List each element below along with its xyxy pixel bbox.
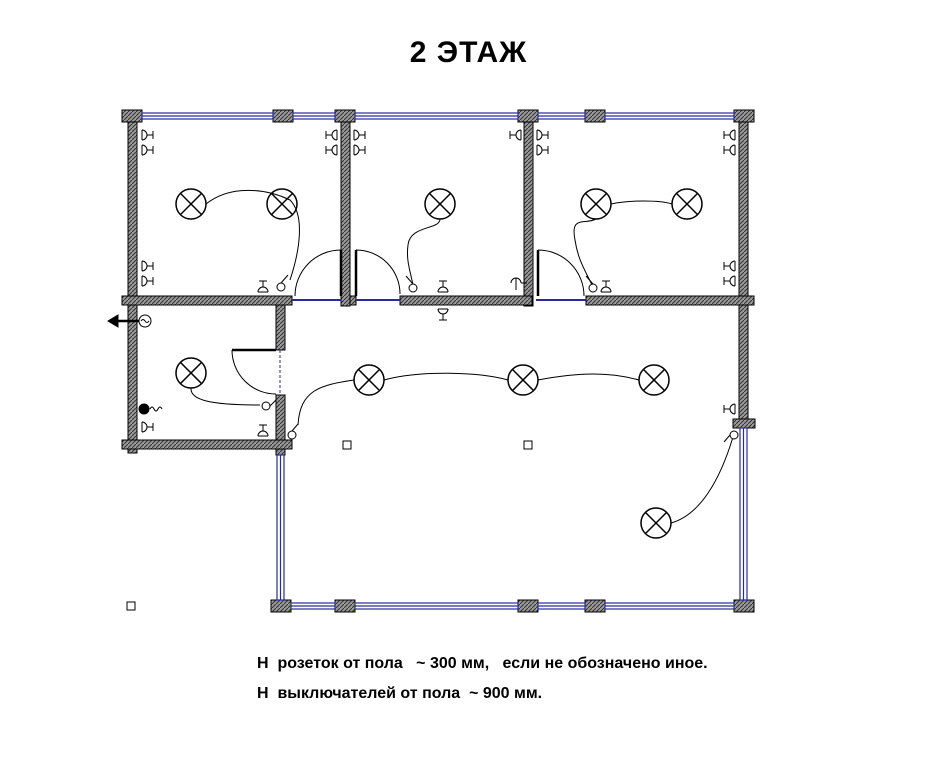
post-marker [126,601,136,611]
wall-bath-right [275,304,286,351]
wall-partition-1 [340,112,351,307]
wall-corridor-right [585,295,755,306]
wall-corridor-left [121,295,293,306]
wall-lamp-icon [138,403,163,415]
floor-title: 2 ЭТАЖ [409,36,528,69]
wall-bath-bottom [121,439,293,450]
switch-icon [405,275,418,293]
ceiling-light-icon [580,188,612,220]
switch-icon [276,274,289,292]
sockets [141,129,736,437]
windows [141,112,748,610]
socket-single-icon [257,280,269,293]
ceiling-light-icon [175,357,207,389]
switch-icon [723,430,739,443]
socket-single-icon [600,280,612,293]
ceiling-light-icon [266,188,298,220]
wall-corridor-mid2 [399,295,533,306]
door [536,249,585,297]
socket-single-icon [257,424,269,437]
socket-double-icon [141,129,154,156]
post-markers [126,440,533,611]
ceiling-light-icon [671,188,703,220]
socket-single-icon [509,129,522,141]
ceiling-light-icon [507,364,539,396]
wall-partition-2 [523,112,534,307]
switch-icon [287,423,299,440]
note-socket-height: Н розеток от пола ~ 300 мм, если не обоз… [257,655,708,672]
wiring [190,189,734,524]
post-marker [342,440,352,450]
note-switch-height: Н выключателей от пола ~ 900 мм. [257,685,543,702]
switch-icon [585,275,598,293]
socket-single-icon [723,403,736,415]
switches [261,274,739,443]
socket-single-icon [437,308,449,321]
socket-double-icon [536,129,549,156]
socket-single-icon [141,421,154,433]
post-marker [523,440,533,450]
wall-corridor-mid1 [349,295,357,306]
switch-icon [261,399,277,411]
doors [231,249,585,395]
socket-double-icon [723,129,736,156]
door [354,249,401,296]
ceiling-light-icon [353,364,385,396]
door [231,348,281,395]
wall-right-upper [738,112,749,424]
socket-double-icon [723,260,736,287]
socket-double-icon [141,260,154,287]
ceiling-light-icon [640,507,672,539]
wall-left-upper [127,112,138,454]
ceiling-light-icon [175,188,207,220]
door [294,249,343,297]
ceiling-lights [175,188,703,539]
walls [121,112,755,456]
socket-double-icon [325,129,338,156]
ceiling-light-icon [638,364,670,396]
socket-single-icon [437,280,449,293]
cable-entry-icon [107,314,152,328]
ceiling-light-icon [424,188,456,220]
socket-double-icon [353,129,366,156]
socket-single-icon [510,277,527,290]
